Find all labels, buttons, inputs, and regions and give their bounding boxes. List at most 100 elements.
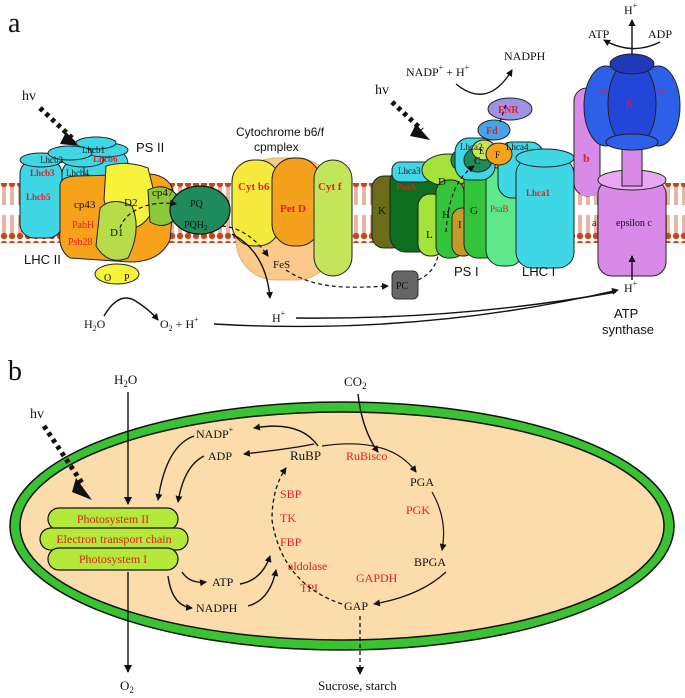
- cytb6-label: Cyt b6: [238, 181, 270, 193]
- proton-in-label: H+: [624, 279, 638, 295]
- subunit-b-label: b: [583, 151, 590, 165]
- plastocyanin: [391, 270, 419, 300]
- lhca1-label: Lhca1: [526, 188, 551, 198]
- ps-ii-complex: [59, 162, 177, 285]
- pga-to-bpga-arrow: [431, 491, 447, 551]
- hv-right-label: hv: [375, 83, 389, 98]
- lhca4-label: Lhca4: [506, 142, 529, 152]
- water-label-a: H2O: [84, 317, 106, 333]
- hv-label-b: hv: [30, 407, 44, 422]
- nadp-substrate-label: NADP+ + H+: [406, 63, 470, 79]
- water-label-b: H2O: [114, 372, 137, 389]
- electron-flow-fes-pc: [285, 269, 389, 290]
- lhcb5-label: Lhcb5: [26, 192, 51, 202]
- rubisco-carboxylation-arrow: [321, 443, 417, 473]
- ps-i-title: PS I: [454, 264, 479, 279]
- alpha-1-label: α: [600, 85, 606, 97]
- fd-label: Fd: [486, 126, 498, 137]
- nadph-label-b: NADPH: [196, 601, 238, 615]
- rubisco-label: RuBisco: [346, 449, 387, 463]
- bpga-to-gap-arrow: [373, 571, 447, 607]
- fnr-label: FNR: [498, 105, 519, 116]
- subunit-e-label: E: [479, 146, 485, 156]
- fnr-enzyme: [487, 97, 533, 121]
- proton-out-label: H+: [624, 1, 638, 17]
- d2-label: D2: [124, 197, 137, 209]
- cp47-label: cp47: [152, 187, 174, 199]
- subunit-d-label: D: [438, 176, 446, 188]
- panel-label-a: a: [8, 8, 21, 39]
- ps-i-complex: [371, 137, 575, 269]
- photosystem-ii-label: Photosystem II: [77, 512, 149, 526]
- panel-label-b: b: [8, 356, 22, 387]
- tpi-label: TPI: [300, 581, 318, 595]
- psab-label: PsaB: [490, 204, 509, 214]
- lhcb1-label: Lhcb1: [82, 145, 105, 155]
- light-arrow-left-head: [60, 132, 80, 146]
- nadp-reduction-arrow: [455, 69, 513, 95]
- electron-flow-ps1-fd: [445, 165, 475, 233]
- sucrose-starch-label: Sucrose, starch: [318, 678, 397, 693]
- gap-label: GAP: [344, 599, 368, 613]
- pqh2-label: PQH2: [184, 220, 208, 232]
- subunit-i-label: I: [458, 219, 462, 231]
- psaa-label: PsaA: [396, 182, 417, 192]
- co2-label: CO2: [344, 374, 367, 391]
- pq-label: PQ: [190, 199, 204, 210]
- atp-synthase-complex: [573, 53, 681, 277]
- electron-flow-fd-fnr: [499, 103, 507, 123]
- pq-pool: [169, 185, 231, 235]
- lhca2-label: Lhca2: [460, 142, 483, 152]
- oxygen-label-b: O2: [120, 678, 134, 695]
- proton-lumen-label: H+: [272, 309, 286, 325]
- beta-label: β: [626, 97, 632, 111]
- lhc-ii-title: LHC II: [24, 252, 61, 267]
- nadp-to-chain-arrow: [155, 435, 195, 501]
- cp43-label: cp43: [74, 199, 96, 211]
- panel-a: a hv hv Lhcb1 Lhcb2 Lhcb4 Lhcb6 Lhcb3 Lh…: [0, 1, 685, 337]
- subunit-c-label: C: [474, 156, 481, 167]
- gapdh-label: GAPDH: [356, 571, 398, 585]
- cytochrome-title-1: Cytochrome b6/f: [236, 125, 325, 139]
- lhcb3-label: Lhcb3: [30, 168, 55, 178]
- atp-product-label: ATP: [588, 27, 610, 41]
- atp-to-cycle-arrow: [239, 555, 272, 585]
- pgk-label: PGK: [406, 503, 430, 517]
- fes-label: FeS: [273, 259, 290, 271]
- adp-label-b: ADP: [208, 449, 232, 463]
- photosystem-i-label: Photosystem I: [79, 552, 147, 566]
- atp-synthase-title-1: ATP: [614, 306, 638, 321]
- proton-gradient-arrow-1: [213, 287, 619, 328]
- rubp-label: RuBP: [290, 448, 321, 463]
- atp-label-b: ATP: [212, 575, 234, 589]
- lhcb4-label: Lhcb4: [66, 168, 89, 178]
- chain-to-nadph-arrow: [167, 575, 193, 611]
- cytochrome-b6f-complex: [231, 157, 353, 281]
- rubp-to-nadp-arrow: [253, 423, 319, 447]
- cytf-label: Cyt f: [318, 181, 342, 193]
- atp-synthase-title-2: synthase: [602, 322, 654, 337]
- fbp-label: FBP: [280, 535, 302, 549]
- subunit-k-label: K: [378, 205, 386, 217]
- subunit-a-label: a: [592, 218, 597, 229]
- electron-transport-label: Electron transport chain: [56, 532, 171, 546]
- oec-p-label: P: [124, 273, 130, 284]
- lhc-i-title: LHC I: [522, 264, 555, 279]
- adp-to-chain-arrow: [175, 455, 205, 503]
- chain-to-atp-arrow: [181, 571, 207, 587]
- electron-flow-d1-pq: [119, 199, 177, 229]
- aldolase-label: aldolase: [288, 559, 327, 573]
- proton-gradient-arrow-2: [295, 291, 617, 319]
- ps-ii-title: PS II: [136, 140, 164, 155]
- bpga-label: BPGA: [414, 555, 446, 569]
- lhca3-label: Lhca3: [398, 166, 421, 176]
- lhcb6-label: Lhcb6: [93, 154, 118, 164]
- lhcb2-label: Lhcb2: [40, 155, 63, 165]
- subunit-h-label: H: [442, 209, 450, 221]
- nadph-product-label: NADPH: [504, 49, 546, 63]
- subunit-f: [485, 142, 513, 166]
- ferredoxin: [477, 119, 511, 141]
- psb28-label: Psb28: [68, 237, 92, 248]
- light-arrow-right-head: [410, 124, 430, 140]
